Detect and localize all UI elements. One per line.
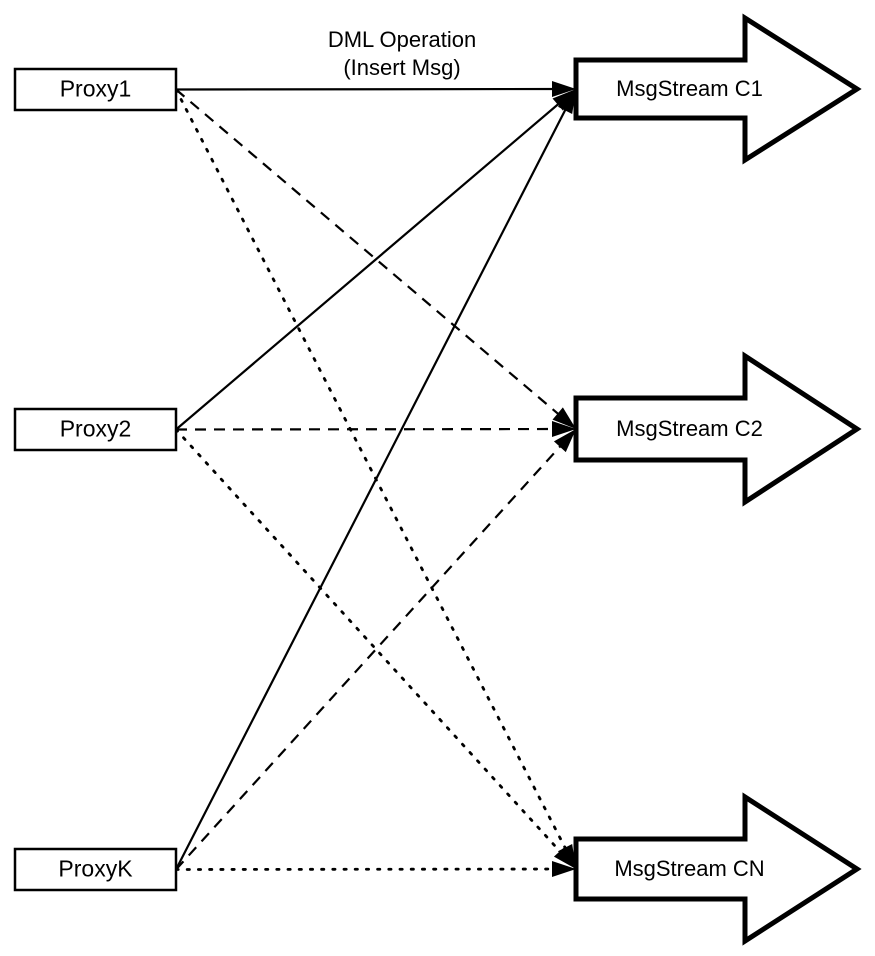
proxy-node-proxy1[interactable]: Proxy1 (13, 67, 178, 112)
connection-proxy2-to-c1 (175, 94, 570, 431)
arrowhead-proxyK-to-c2 (553, 429, 576, 453)
connections-layer (174, 87, 573, 871)
arrowhead-proxyK-to-cn (551, 861, 576, 878)
proxy-box-proxy2[interactable] (13, 407, 178, 452)
msgstream-arrow-shape-cn[interactable] (573, 792, 862, 946)
proxy-box-proxy1[interactable] (13, 67, 178, 112)
proxy-node-proxyK[interactable]: ProxyK (13, 847, 178, 892)
proxy-label-proxy2: Proxy2 (60, 416, 132, 442)
msgstream-label-cn: MsgStream CN (614, 856, 764, 881)
msgstream-label-c2: MsgStream C2 (616, 416, 763, 441)
arrowhead-proxy1-to-c2 (552, 407, 576, 429)
msgstream-label-c1: MsgStream C1 (616, 76, 763, 101)
arrowhead-proxy2-to-c2 (551, 421, 576, 438)
arrowhead-proxy2-to-cn (553, 845, 576, 869)
msgstream-node-c1[interactable]: MsgStream C1 (573, 13, 862, 165)
arrowhead-proxy2-to-c1 (552, 89, 576, 111)
msgstream-arrow-shape-c1[interactable] (573, 13, 862, 165)
msgstream-node-c2[interactable]: MsgStream C2 (573, 351, 862, 507)
arrowhead-proxy1-to-c1 (551, 81, 576, 98)
msgstream-nodes-group: MsgStream C1 MsgStream C2 MsgStream CN (573, 13, 862, 946)
edge-annotation-dml-operation: DML Operation (Insert Msg) (328, 27, 476, 80)
arrowhead-proxyK-to-c1 (557, 89, 576, 115)
arrowheads-layer (551, 81, 576, 878)
proxy-label-proxyK: ProxyK (58, 856, 133, 882)
proxy-box-proxyK[interactable] (13, 847, 178, 892)
connection-proxy2-to-cn (174, 428, 571, 864)
edge-annotation-line-2: (Insert Msg) (343, 55, 460, 80)
connection-proxy1-to-c2 (175, 88, 570, 424)
connection-proxy1-to-cn (174, 88, 573, 862)
edge-annotation-line-1: DML Operation (328, 27, 476, 52)
proxy-label-proxy1: Proxy1 (60, 76, 132, 102)
connection-proxyK-to-c2 (175, 435, 571, 871)
connection-proxyK-to-c1 (175, 97, 573, 871)
msgstream-node-cn[interactable]: MsgStream CN (573, 792, 862, 946)
proxy-node-proxy2[interactable]: Proxy2 (13, 407, 178, 452)
msgstream-arrow-shape-c2[interactable] (573, 351, 862, 507)
